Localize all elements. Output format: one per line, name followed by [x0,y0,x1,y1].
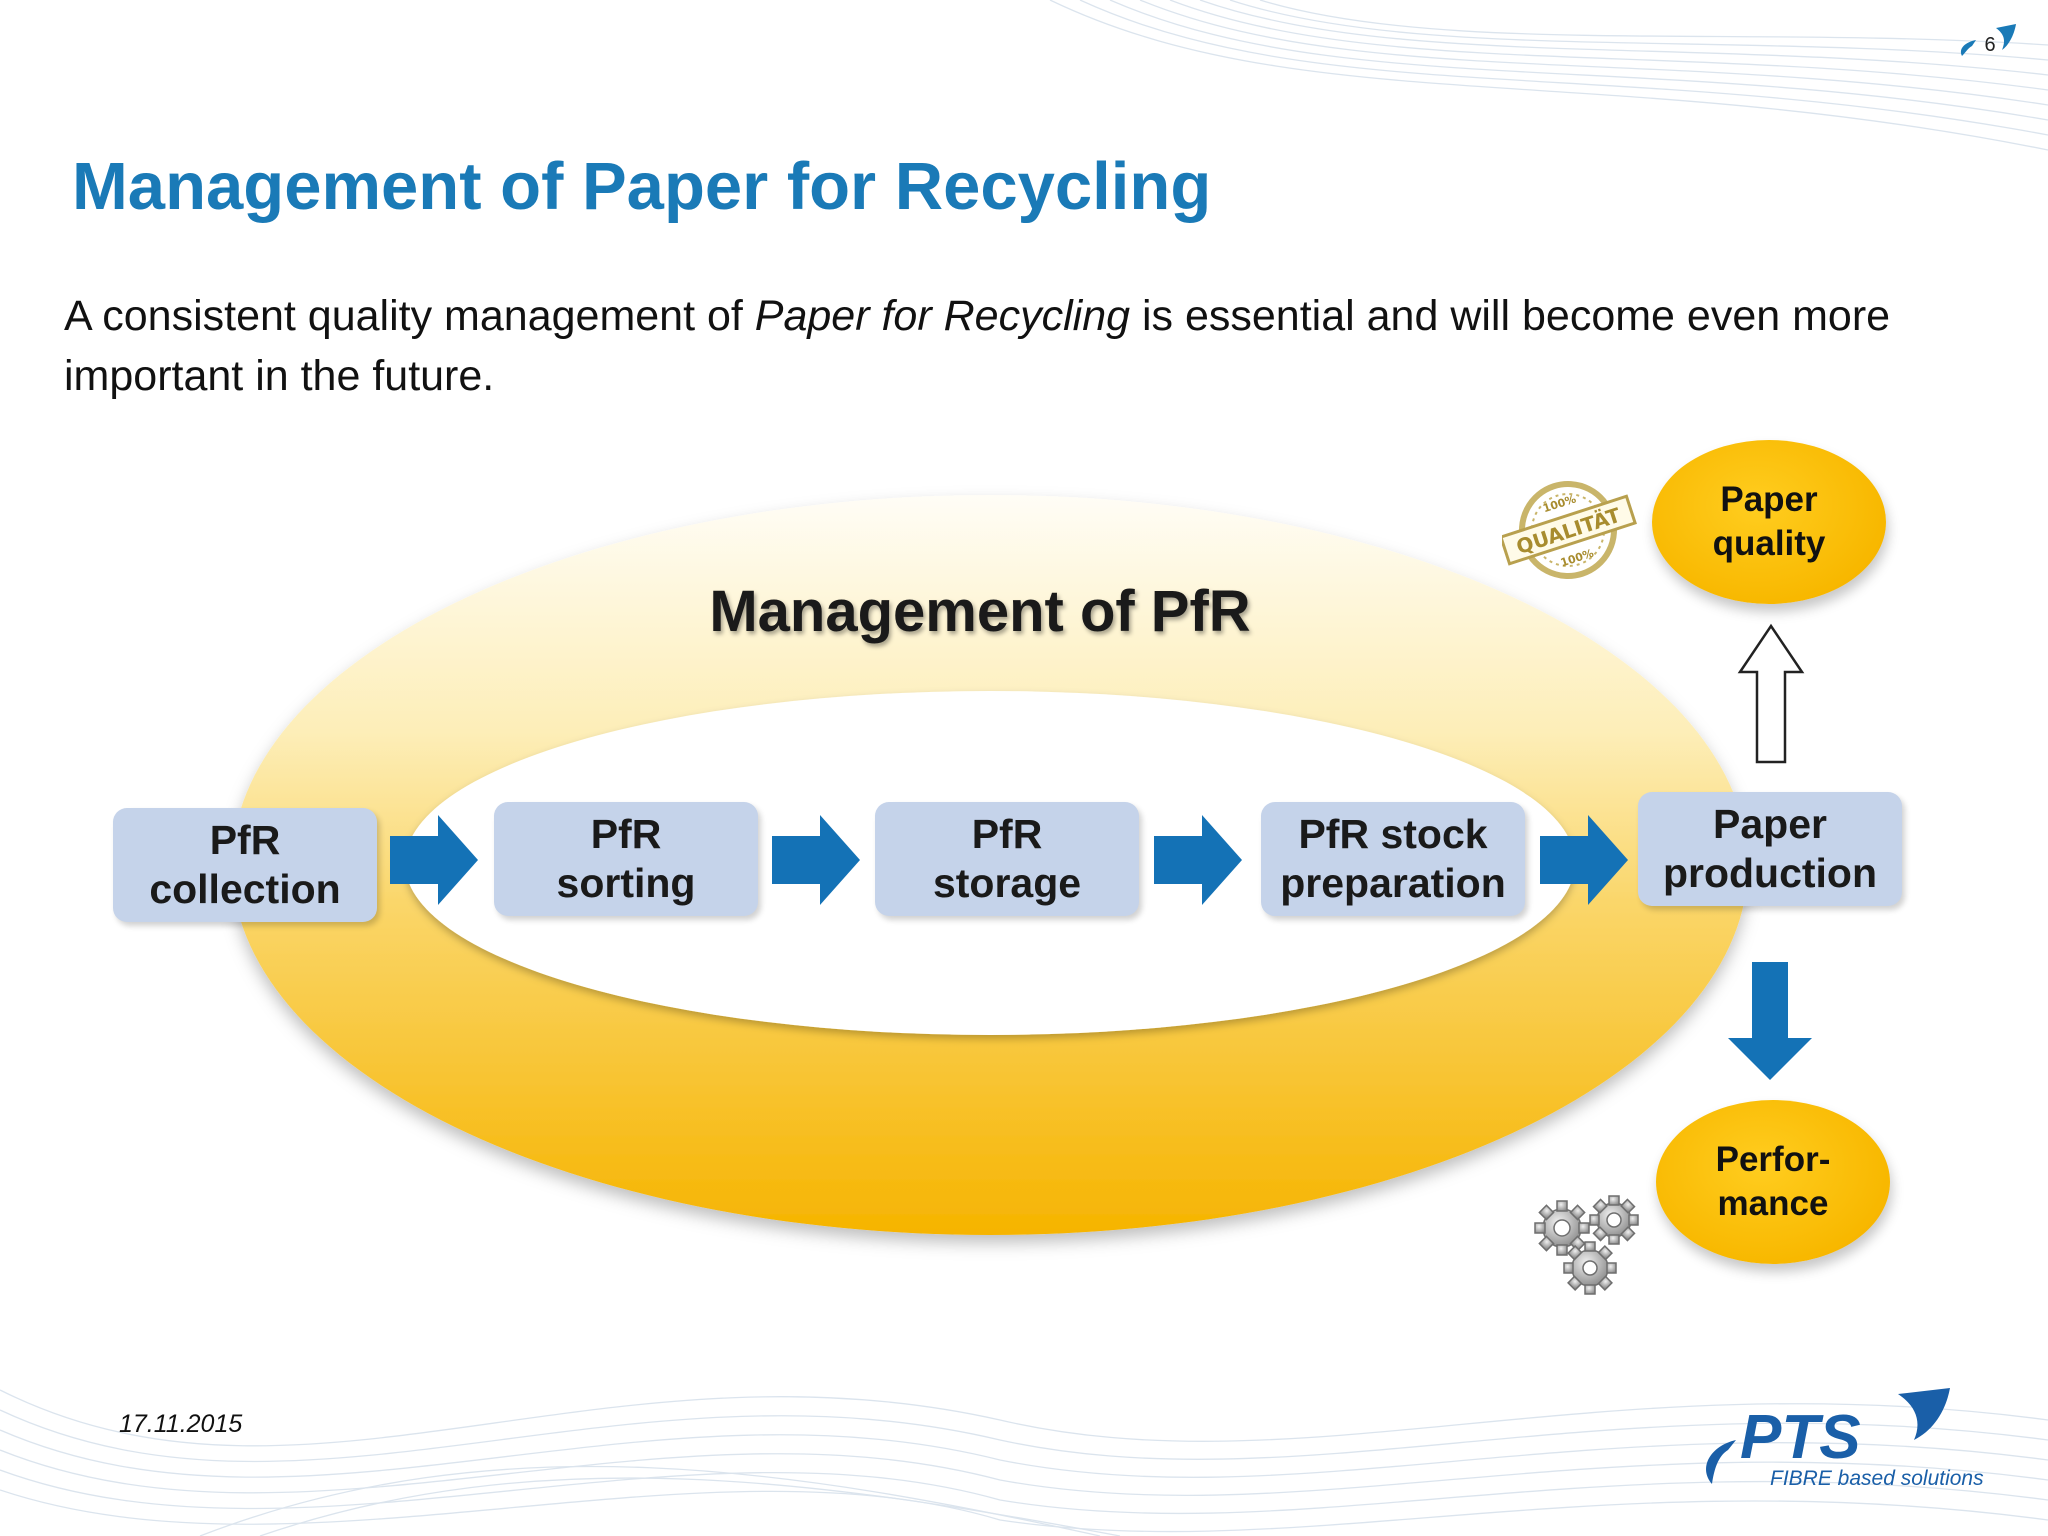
intro-text-emphasis: Paper for Recycling [754,292,1131,340]
logo-tagline: FIBRE based solutions [1770,1467,1984,1490]
intro-text-start: A consistent quality management of [64,292,755,340]
right-arrow-icon [1540,815,1628,905]
right-arrow-icon [390,815,478,905]
slide-title: Management of Paper for Recycling [72,149,1212,224]
pts-logo: PTS FIBRE based solutions [1706,1388,1984,1490]
intro-paragraph: A consistent quality management of Paper… [64,286,1964,406]
slide-number: 6 [1984,34,1996,56]
gears-icon [1534,1195,1639,1295]
right-arrow-icon [772,815,860,905]
quality-seal-icon: QUALITÄT 100% 100% [1502,481,1637,579]
logo-swoosh-left-icon [1706,1440,1736,1484]
diagram-title: Management of PfR [709,579,1251,644]
step-pfr-storage: PfR storage [875,802,1139,916]
seal-bottom-text: 100% [1559,547,1595,570]
intro-text-end: is essential and will become even more i… [64,292,1891,400]
outcome-performance: Perfor- mance [1656,1100,1890,1264]
step-pfr-collection: PfR collection [113,808,377,922]
seal-top-text: 100% [1541,492,1577,515]
logo-main-text: PTS [1740,1403,1861,1472]
footer-date: 17.11.2015 [119,1410,243,1438]
down-arrow-icon [1728,962,1812,1080]
step-pfr-sorting: PfR sorting [494,802,758,916]
corner-logo-icon [1960,24,2016,56]
up-outline-arrow-icon [1737,623,1805,764]
outcome-paper-quality: Paper quality [1652,440,1886,604]
step-paper-production: Paper production [1638,792,1902,906]
logo-swoosh-right-icon [1898,1388,1950,1440]
right-arrow-icon [1154,815,1242,905]
step-pfr-stock-preparation: PfR stock preparation [1261,802,1525,916]
